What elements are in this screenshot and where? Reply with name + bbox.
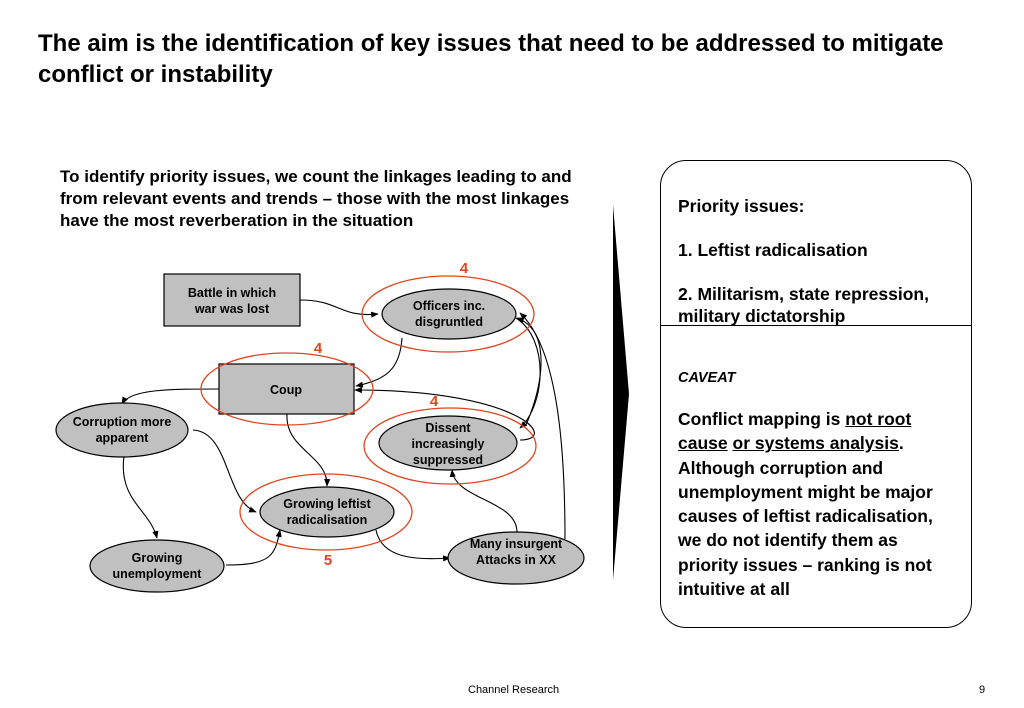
node-battle-line1: Battle in which <box>188 286 276 300</box>
ring-dissent <box>363 407 537 485</box>
node-leftist-line2: radicalisation <box>287 513 368 527</box>
priority-item-2: 2. Militarism, state repression, militar… <box>678 284 929 326</box>
count-officers: 4 <box>460 260 469 277</box>
ring-coup <box>200 352 374 426</box>
priority-item-1: 1. Leftist radicalisation <box>678 240 868 260</box>
node-officers: Officers inc. disgruntled <box>381 288 517 340</box>
node-insurgent-line2: Attacks in XX <box>476 553 557 567</box>
node-leftist-line1: Growing leftist <box>283 497 371 511</box>
count-dissent: 4 <box>430 393 439 410</box>
node-corruption: Corruption more apparent <box>55 402 189 458</box>
right-arrow-icon <box>613 205 629 580</box>
caveat-label: CAVEAT <box>678 370 736 386</box>
slide-title: The aim is the identification of key iss… <box>38 30 944 88</box>
link-leftist-insurgent <box>375 529 451 562</box>
node-dissent-line1: Dissent <box>425 421 471 435</box>
link-corruption-leftist <box>192 429 257 513</box>
link-dissent-officers <box>516 317 542 426</box>
count-leftist: 5 <box>324 552 332 569</box>
link-corruption-unemployment <box>122 455 159 539</box>
link-insurgent-dissent <box>449 469 518 534</box>
caveat-underline-2: or systems analysis <box>732 433 899 454</box>
node-dissent: Dissent increasingly suppressed <box>378 415 518 471</box>
link-unemployment-leftist <box>225 529 282 566</box>
node-battle: Battle in which war was lost <box>163 273 301 327</box>
linkage-arrows <box>121 299 566 566</box>
node-dissent-line3: suppressed <box>413 453 483 467</box>
link-battle-officers <box>299 299 379 318</box>
node-battle-line2: war was lost <box>194 302 270 316</box>
node-corruption-line2: apparent <box>96 431 150 445</box>
link-insurgent-officers <box>519 312 566 540</box>
panel-divider <box>661 325 971 326</box>
node-coup: Coup <box>218 363 355 415</box>
node-unemployment: Growing unemployment <box>89 539 225 593</box>
page-number: 9 <box>979 684 986 696</box>
link-officers-coup <box>355 337 403 388</box>
node-officers-line1: Officers inc. <box>413 299 485 313</box>
ring-leftist <box>239 473 413 551</box>
node-insurgent: Many insurgent Attacks in XX <box>447 531 585 585</box>
node-coup-line1: Coup <box>270 383 302 397</box>
ring-officers <box>361 275 535 353</box>
caveat-underline-1: not root cause <box>678 409 912 454</box>
node-dissent-line2: increasingly <box>412 437 485 451</box>
caveat-text-part3: . Although corruption and unemployment m… <box>678 433 933 600</box>
node-corruption-line1: Corruption more <box>73 415 172 429</box>
caveat-text: Conflict mapping is not root cause or sy… <box>678 407 958 601</box>
node-unemployment-line1: Growing <box>132 551 183 565</box>
intro-text: To identify priority issues, we count th… <box>60 167 572 230</box>
link-dissent-coup <box>354 386 535 441</box>
node-leftist: Growing leftist radicalisation <box>259 486 395 538</box>
count-coup: 4 <box>314 340 323 357</box>
priority-panel: Priority issues: 1. Leftist radicalisati… <box>660 160 972 628</box>
caveat-text-part1: Conflict mapping is <box>678 409 846 429</box>
footer-source: Channel Research <box>468 684 560 696</box>
priority-rings <box>200 275 537 551</box>
node-officers-line2: disgruntled <box>415 315 483 329</box>
panel-title: Priority issues: <box>678 196 805 216</box>
node-unemployment-line2: unemployment <box>113 567 203 581</box>
link-coup-corruption <box>121 388 221 405</box>
node-insurgent-line1: Many insurgent <box>470 537 563 551</box>
